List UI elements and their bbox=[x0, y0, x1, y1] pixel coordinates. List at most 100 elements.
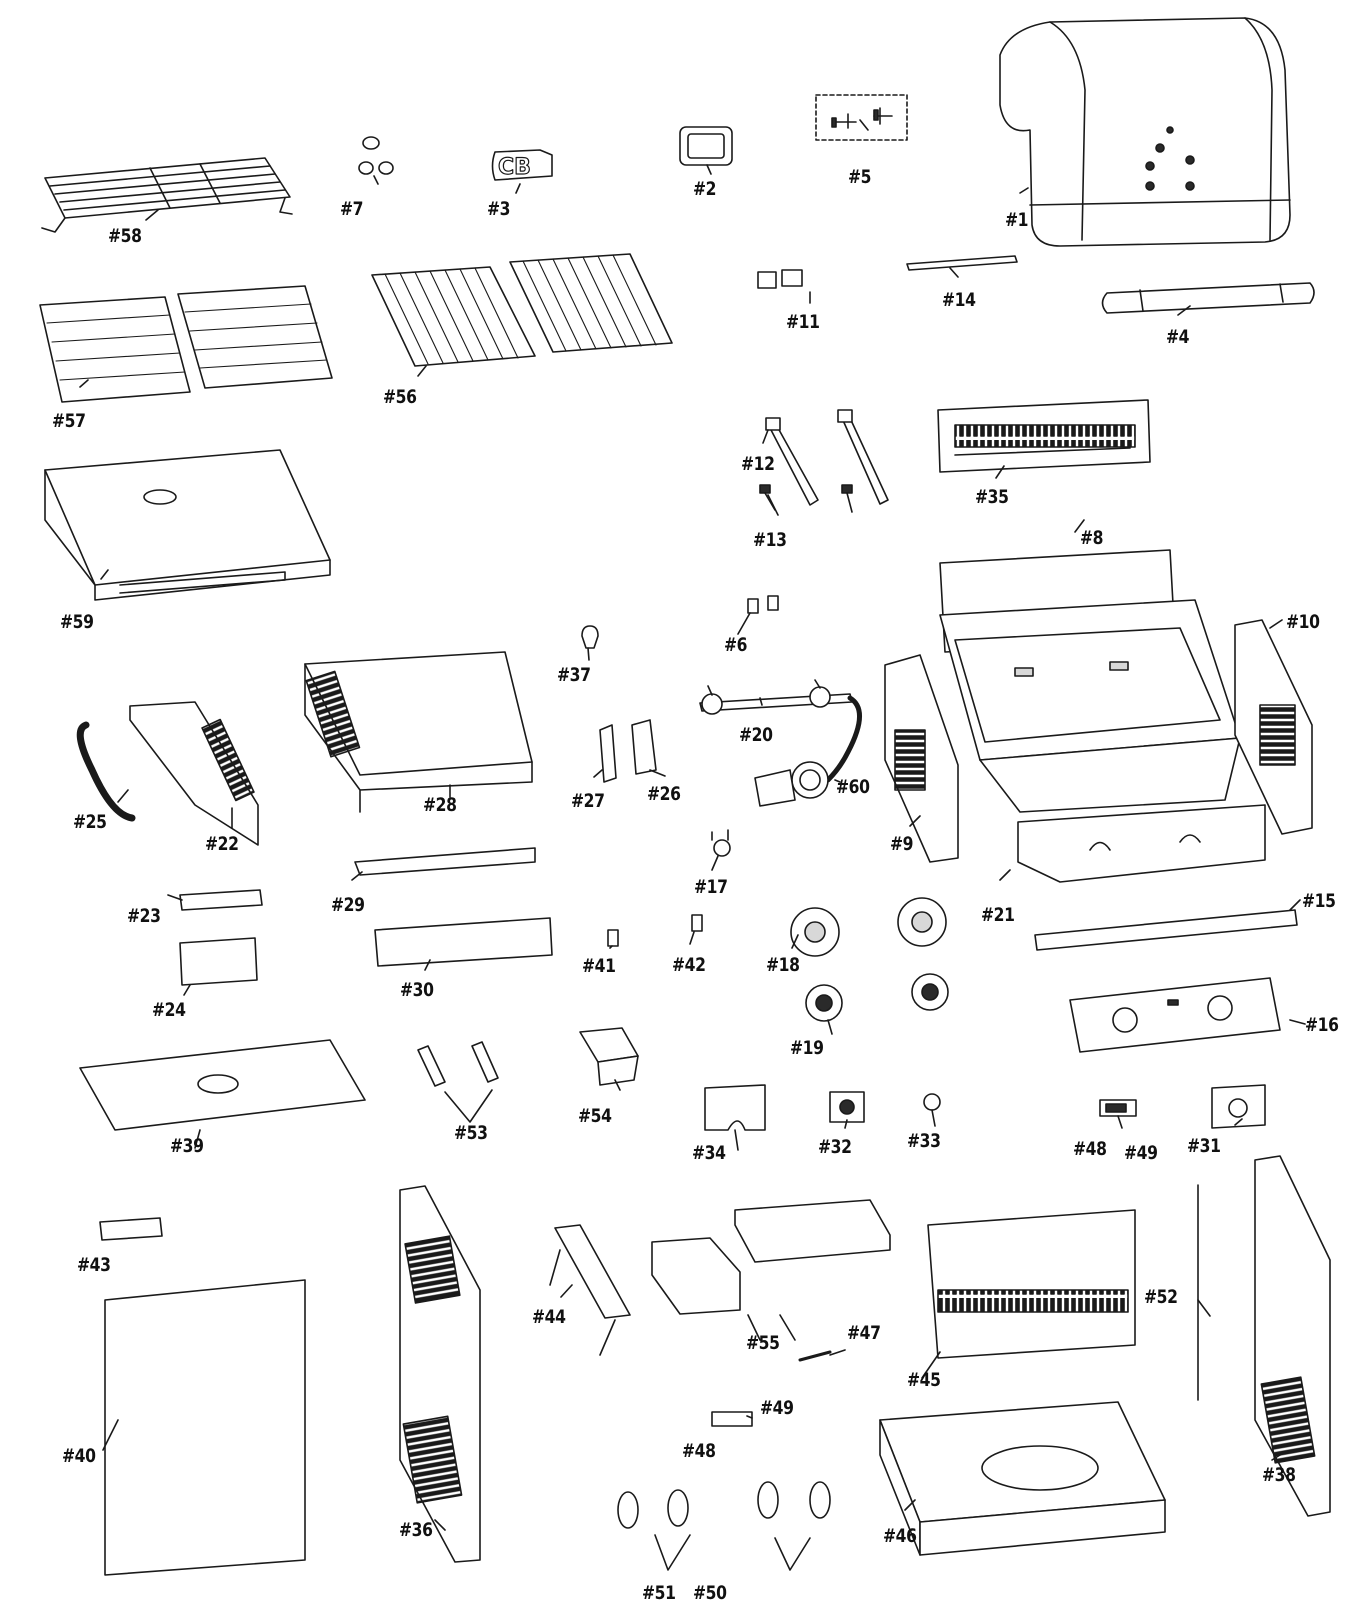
part-label: #55 bbox=[746, 1332, 780, 1354]
part-temp-gauge-bezel bbox=[679, 126, 733, 166]
part-burner-clips bbox=[747, 595, 779, 614]
part-label: #52 bbox=[1144, 1286, 1178, 1308]
part-valve-manifold bbox=[699, 679, 853, 715]
part-side-panel-right bbox=[1234, 619, 1313, 835]
part-door bbox=[104, 1279, 306, 1576]
part-burners bbox=[765, 409, 889, 506]
part-label: #39 bbox=[170, 1135, 204, 1157]
part-label: #41 bbox=[582, 955, 616, 977]
part-cart-side-left bbox=[399, 1185, 481, 1563]
part-side-shelf-right bbox=[304, 651, 533, 813]
part-label: #34 bbox=[692, 1142, 726, 1164]
part-label: #23 bbox=[127, 905, 161, 927]
part-tank-holder bbox=[1211, 1084, 1266, 1129]
part-cart-base bbox=[879, 1401, 1166, 1556]
part-label: #3 bbox=[487, 198, 511, 220]
part-label: #49 bbox=[760, 1397, 794, 1419]
part-griddle bbox=[44, 449, 331, 601]
part-small-trim bbox=[179, 889, 263, 986]
part-knobs bbox=[805, 973, 949, 1022]
part-igniter bbox=[711, 829, 731, 857]
part-latch-lower bbox=[711, 1411, 753, 1427]
part-label: #59 bbox=[60, 611, 94, 633]
part-label: #37 bbox=[557, 664, 591, 686]
part-hinges bbox=[757, 269, 803, 289]
part-label: #48 bbox=[1073, 1138, 1107, 1160]
leader-lines bbox=[79, 119, 1306, 1531]
part-label: #56 bbox=[383, 386, 417, 408]
part-label: #36 bbox=[399, 1519, 433, 1541]
part-lid-rod bbox=[906, 255, 1018, 271]
part-label: #47 bbox=[847, 1322, 881, 1344]
part-label: #7 bbox=[340, 198, 364, 220]
part-towel-bar bbox=[76, 721, 136, 822]
part-front-rail bbox=[354, 847, 536, 876]
part-latch-upper bbox=[1099, 1099, 1137, 1117]
part-label: #26 bbox=[647, 783, 681, 805]
part-front-panel bbox=[374, 917, 553, 967]
part-tank-bracket bbox=[704, 1084, 766, 1131]
part-cart-rail bbox=[549, 1224, 631, 1356]
part-brackets bbox=[599, 719, 657, 783]
part-bottom-shelf bbox=[79, 1039, 366, 1131]
part-label: #16 bbox=[1305, 1014, 1339, 1036]
part-label: #27 bbox=[571, 790, 605, 812]
part-label: #42 bbox=[672, 954, 706, 976]
part-bumpers bbox=[358, 136, 394, 175]
part-label: #9 bbox=[890, 833, 914, 855]
part-rails bbox=[417, 1041, 499, 1123]
part-label: #31 bbox=[1187, 1135, 1221, 1157]
part-screw bbox=[798, 1350, 832, 1362]
part-regulator-hose bbox=[754, 695, 862, 807]
part-label: #2 bbox=[693, 178, 717, 200]
part-label: #29 bbox=[331, 894, 365, 916]
part-label: #33 bbox=[907, 1130, 941, 1152]
part-label: #28 bbox=[423, 794, 457, 816]
part-cooking-grates-cast bbox=[39, 285, 333, 403]
part-label: #20 bbox=[739, 724, 773, 746]
part-label: #40 bbox=[62, 1445, 96, 1467]
part-label: #10 bbox=[1286, 611, 1320, 633]
part-label: #45 bbox=[907, 1369, 941, 1391]
part-side-panel-left bbox=[884, 654, 959, 863]
part-grease-tray-housing bbox=[1017, 804, 1266, 883]
part-firebox bbox=[939, 549, 1241, 813]
part-label: #14 bbox=[942, 289, 976, 311]
part-label: #19 bbox=[790, 1037, 824, 1059]
part-label: #49 bbox=[1124, 1142, 1158, 1164]
part-igniter-box bbox=[829, 1091, 941, 1123]
part-label: #15 bbox=[1302, 890, 1336, 912]
part-label: #6 bbox=[724, 634, 748, 656]
part-label: #46 bbox=[883, 1525, 917, 1547]
part-hinge-bolts bbox=[815, 94, 908, 141]
part-label: #24 bbox=[152, 999, 186, 1021]
part-electrodes bbox=[759, 484, 853, 513]
part-label: #1 bbox=[1005, 209, 1029, 231]
part-control-panel bbox=[1069, 977, 1281, 1053]
part-label: #58 bbox=[108, 225, 142, 247]
part-label: #13 bbox=[753, 529, 787, 551]
part-label: #25 bbox=[73, 811, 107, 833]
part-label: #21 bbox=[981, 904, 1015, 926]
part-label: #4 bbox=[1166, 326, 1190, 348]
part-orifices bbox=[607, 914, 703, 947]
part-side-shelf-left bbox=[129, 701, 259, 846]
part-magnet bbox=[99, 1217, 163, 1241]
part-label: #54 bbox=[578, 1105, 612, 1127]
part-label: #35 bbox=[975, 486, 1009, 508]
part-cart-brackets bbox=[651, 1199, 891, 1315]
svg-text:CB: CB bbox=[498, 155, 531, 180]
part-label: #51 bbox=[642, 1582, 676, 1604]
part-warming-rack bbox=[41, 157, 293, 233]
part-label: #53 bbox=[454, 1122, 488, 1144]
part-label: #22 bbox=[205, 833, 239, 855]
part-logo-badge: CB bbox=[491, 149, 553, 181]
part-grease-cup bbox=[579, 1027, 639, 1086]
part-back-panel bbox=[927, 1209, 1136, 1359]
part-label: #38 bbox=[1262, 1464, 1296, 1486]
part-label: #18 bbox=[766, 954, 800, 976]
part-cart-side-right bbox=[1254, 1155, 1331, 1517]
part-lid-handle bbox=[1101, 282, 1315, 314]
part-casters bbox=[617, 1481, 831, 1571]
